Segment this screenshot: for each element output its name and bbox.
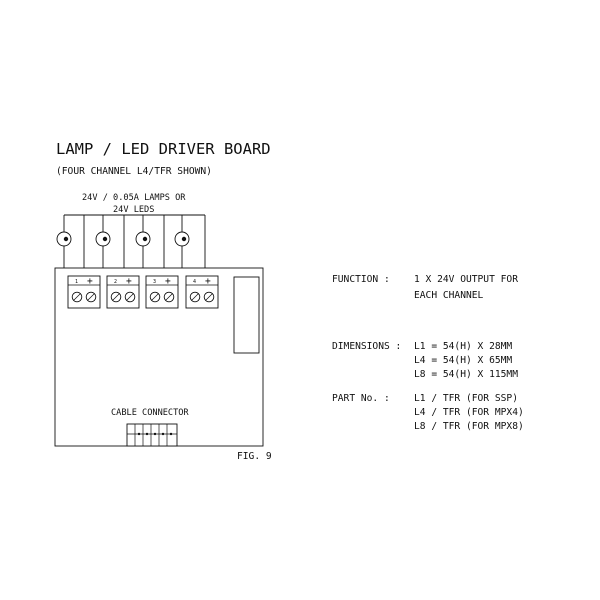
terminal-polarity-2: +	[126, 276, 132, 287]
terminal-polarity-1: +	[87, 276, 93, 287]
diagram-title: LAMP / LED DRIVER BOARD	[56, 140, 271, 158]
diagram-subtitle: (FOUR CHANNEL L4/TFR SHOWN)	[56, 166, 212, 177]
lamp-label-line-1: 24V / 0.05A LAMPS OR	[82, 193, 186, 203]
function-line-2: EACH CHANNEL	[414, 290, 484, 301]
part-l8: L8 / TFR (FOR MPX8)	[414, 421, 524, 432]
terminal-polarity-3: +	[165, 276, 171, 287]
board-component	[233, 276, 260, 354]
function-label: FUNCTION :	[332, 274, 390, 285]
spec-block: FUNCTION : 1 X 24V OUTPUT FOR EACH CHANN…	[332, 274, 524, 432]
figure-label: FIG. 9	[237, 451, 272, 462]
connector-label: CABLE CONNECTOR	[111, 408, 189, 418]
terminal-number-2: 2	[114, 279, 117, 285]
terminal-block-1: 1 +	[67, 275, 101, 309]
function-line-1: 1 X 24V OUTPUT FOR	[414, 274, 518, 285]
terminal-block-2: 2 +	[106, 275, 140, 309]
terminal-block-3: 3 +	[145, 275, 179, 309]
part-l4: L4 / TFR (FOR MPX4)	[414, 407, 524, 418]
lamp-label-line-2: 24V LEDS	[113, 205, 154, 215]
dimension-l4: L4 = 54(H) X 65MM	[414, 355, 512, 366]
part-l1: L1 / TFR (FOR SSP)	[414, 393, 518, 404]
terminal-block-4: 4 +	[185, 275, 219, 309]
dimensions-label: DIMENSIONS :	[332, 341, 401, 352]
dimension-l8: L8 = 54(H) X 115MM	[414, 369, 518, 380]
part-label: PART No. :	[332, 393, 390, 404]
lamp-3	[135, 231, 151, 247]
lamp-wiring	[63, 214, 206, 268]
lamp-1	[56, 231, 72, 247]
terminal-number-1: 1	[75, 279, 78, 285]
dimension-l1: L1 = 54(H) X 28MM	[414, 341, 512, 352]
terminal-polarity-4: +	[205, 276, 211, 287]
lamp-2	[95, 231, 111, 247]
cable-connector	[126, 423, 178, 447]
terminal-number-4: 4	[193, 279, 196, 285]
lamp-4	[174, 231, 190, 247]
terminal-number-3: 3	[153, 279, 156, 285]
